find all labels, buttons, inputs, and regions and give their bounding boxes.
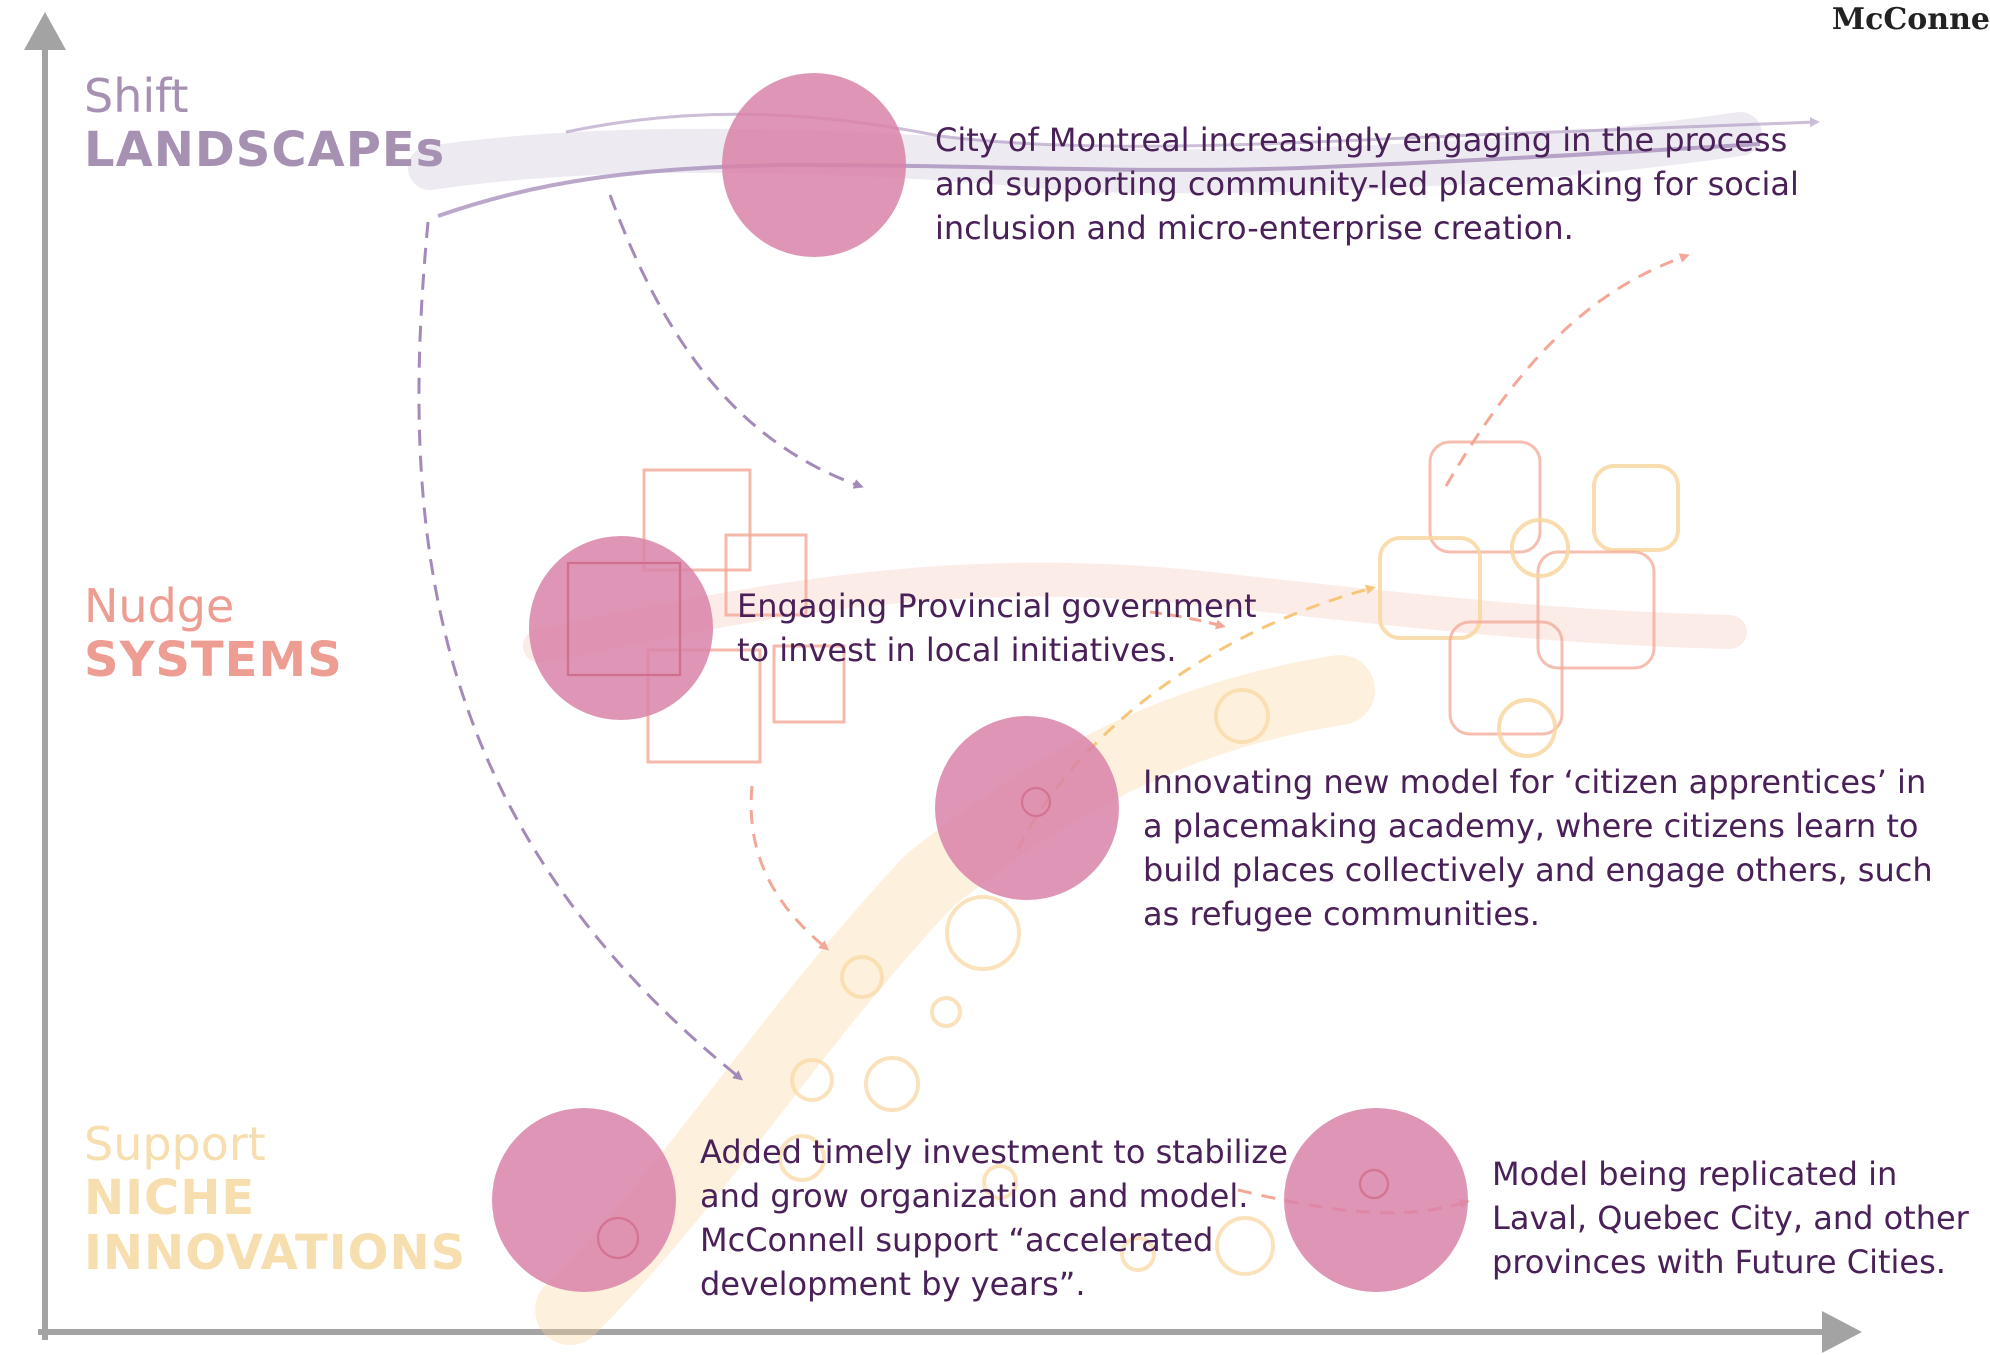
- niche-bubble: [597, 1217, 639, 1259]
- note-montreal: City of Montreal increasingly engaging i…: [935, 121, 1799, 247]
- niche-brush-stroke: [535, 655, 1375, 1345]
- level-systems-noun: SYSTEMS: [84, 631, 343, 688]
- systems-rounded-square: [1428, 440, 1542, 554]
- niche-bubble: [864, 1056, 920, 1112]
- systems-to-niche-arrow: [749, 785, 830, 951]
- landscape-to-niche-arrow: [417, 221, 744, 1081]
- apprentices-circle: [935, 716, 1119, 900]
- systems-ring: [1510, 518, 1570, 578]
- replicated-circle: [1284, 1108, 1468, 1292]
- x-axis-arrowhead: [1822, 1311, 1862, 1353]
- level-landscapes-verb: Shift: [84, 69, 189, 123]
- niche-bubble: [1215, 1216, 1275, 1276]
- level-niche-verb: Support: [84, 1117, 266, 1171]
- systems-square: [642, 468, 752, 572]
- systems-ring: [1497, 698, 1557, 758]
- niche-bubble: [1359, 1169, 1389, 1199]
- niche-stream: [535, 655, 1390, 1345]
- montreal-circle: [722, 73, 906, 257]
- systems-arrow: [1149, 610, 1226, 630]
- systems-square: [772, 644, 846, 724]
- level-niche-noun-line1: NICHE: [84, 1169, 256, 1226]
- level-systems-label: Nudge SYSTEMS: [84, 580, 343, 688]
- note-investment: Added timely investment to stabilize and…: [700, 1133, 1288, 1303]
- systems-rounded-square: [1448, 620, 1564, 736]
- mcconnell-logo: McConne: [1831, 2, 1990, 37]
- niche-bubble: [982, 1164, 1018, 1200]
- level-landscapes-noun: LANDSCAPEs: [84, 121, 446, 178]
- level-systems-verb: Nudge: [84, 579, 235, 633]
- systems-square: [567, 562, 681, 676]
- systems-square: [724, 533, 808, 617]
- investment-circle: [492, 1108, 676, 1292]
- systems-brush-stroke: [523, 562, 1747, 663]
- niche-bubble: [1120, 1236, 1156, 1272]
- systems-stream: [523, 440, 1747, 764]
- level-niche-label: Support NICHE INNOVATIONS: [84, 1118, 466, 1281]
- niche-bubble: [1021, 787, 1051, 817]
- systems-rounded-square: [1592, 464, 1680, 552]
- systems-overlay: [567, 562, 1389, 1259]
- niche-bubble: [790, 1058, 834, 1102]
- note-replicated: Model being replicated in Laval, Quebec …: [1492, 1155, 1969, 1281]
- niche-bubble: [945, 895, 1021, 971]
- highlight-circles: [492, 73, 1468, 1292]
- landscape-line: [437, 142, 1761, 218]
- landscape-to-systems-arrow: [608, 194, 864, 489]
- axes: [24, 12, 1862, 1353]
- niche-bubble: [1214, 688, 1270, 744]
- niche-bubble: [840, 955, 884, 999]
- level-niche-noun-line2: INNOVATIONS: [84, 1225, 467, 1282]
- y-axis-arrowhead: [24, 12, 66, 50]
- systems-to-landscape-arrow: [1444, 253, 1690, 487]
- note-apprentices: Innovating new model for ‘citizen appren…: [1143, 763, 1933, 933]
- niche-bubble: [930, 996, 962, 1028]
- niche-bubble: [778, 1134, 826, 1182]
- systems-rounded-square: [1536, 550, 1656, 670]
- systems-rounded-square: [1378, 536, 1482, 640]
- level-landscapes-label: Shift LANDSCAPEs: [84, 70, 445, 178]
- note-provincial: Engaging Provincial government to invest…: [737, 587, 1257, 669]
